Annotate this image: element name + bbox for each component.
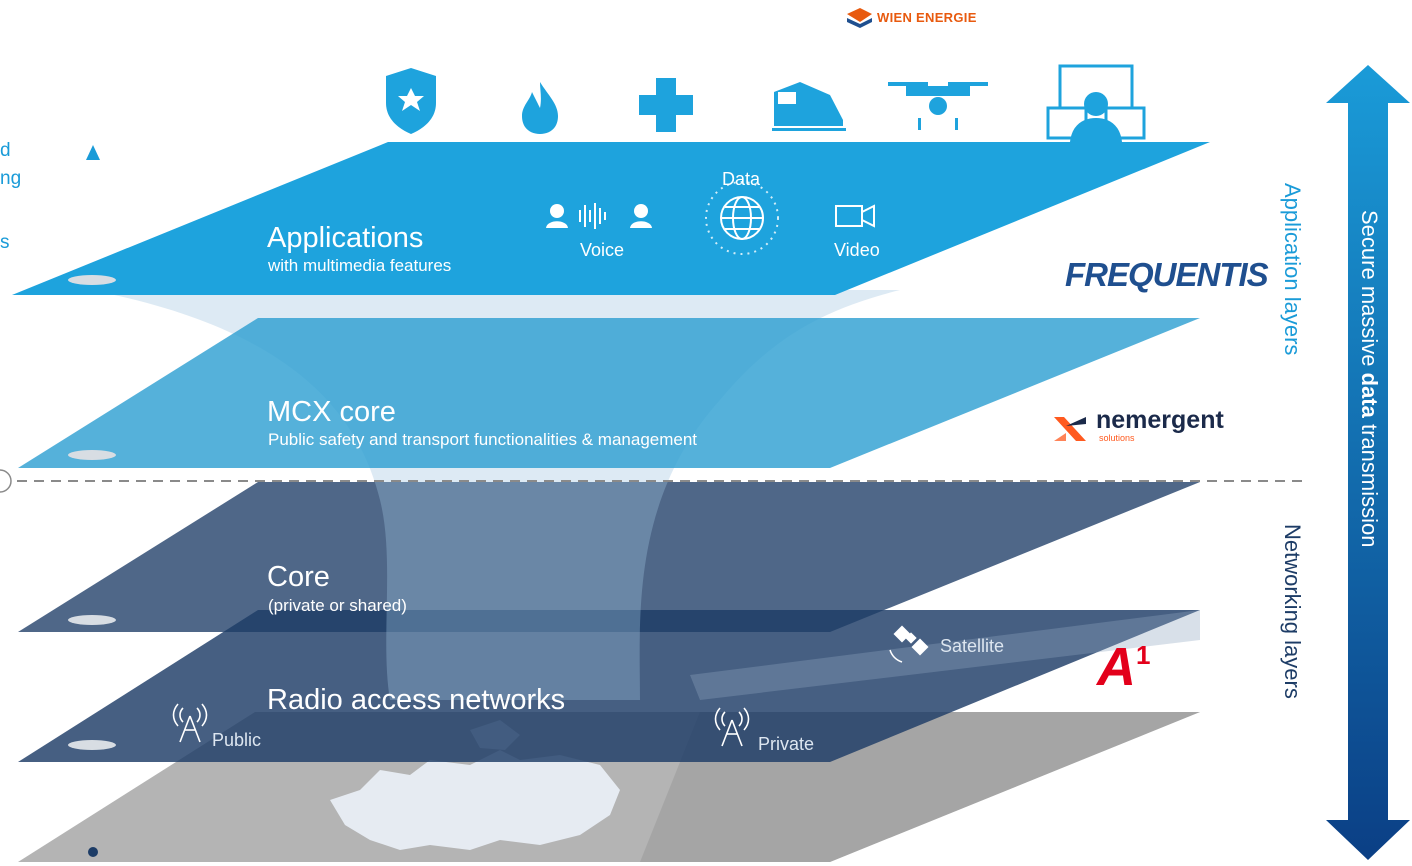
- private-antenna-icon: [714, 707, 750, 747]
- left-cut-text: ng: [0, 168, 22, 189]
- a1-logo-superscript: 1: [1136, 640, 1151, 670]
- nemergent-logo-mark: [1054, 417, 1086, 441]
- core-layer: [18, 482, 1200, 632]
- voice-icon: [546, 203, 652, 229]
- fire-icon: [522, 82, 558, 134]
- data-transmission-arrow: [1326, 65, 1410, 860]
- arrow-caption: Secure massive data transmission: [1356, 210, 1382, 547]
- core-title: Core: [267, 561, 330, 593]
- a1-logo-letter: A: [1097, 637, 1136, 697]
- data-globe-icon: [705, 181, 779, 255]
- axis-ring: [68, 275, 116, 285]
- ran-title: Radio access networks: [267, 684, 566, 716]
- arrow-caption-bold: data: [1357, 372, 1382, 418]
- satellite-icon: [889, 625, 929, 663]
- mcx-layer: [18, 318, 1200, 468]
- mcx-title: MCX core: [267, 396, 396, 428]
- data-label: Data: [722, 169, 761, 189]
- applications-title: Applications: [267, 222, 424, 254]
- voice-label: Voice: [580, 240, 625, 260]
- mcx-subtitle: Public safety and transport functionalit…: [268, 430, 698, 449]
- medical-cross-icon: [639, 78, 693, 132]
- core-subtitle: (private or shared): [268, 596, 407, 615]
- application-layers-label: Application layers: [1280, 183, 1305, 356]
- public-label: Public: [212, 730, 262, 750]
- train-icon: [772, 82, 846, 131]
- public-antenna-icon: [172, 703, 208, 743]
- police-shield-icon: [386, 68, 436, 134]
- ran-layer: [18, 610, 1200, 762]
- private-label: Private: [758, 734, 815, 754]
- left-cut-text: d: [0, 140, 11, 161]
- frequentis-logo: FREQUENTIS: [1065, 256, 1269, 293]
- axis-ring: [68, 740, 116, 750]
- separator-end-circle: [0, 469, 12, 493]
- applications-layer: [12, 142, 1210, 295]
- operator-workstation-icon: [1046, 64, 1146, 142]
- satellite-plane: [690, 610, 1200, 700]
- axis-ring: [68, 450, 116, 460]
- networking-layers-label: Networking layers: [1280, 524, 1305, 699]
- video-camera-icon: [835, 204, 875, 228]
- arrow-caption-pre: Secure massive: [1357, 210, 1382, 373]
- a1-logo: A1: [1097, 640, 1150, 694]
- nemergent-logo-text: nemergent: [1096, 406, 1224, 434]
- satellite-label: Satellite: [940, 636, 1005, 656]
- left-cut-text: s: [0, 232, 10, 253]
- video-label: Video: [834, 240, 880, 260]
- drone-icon: [888, 82, 988, 130]
- axis-end-dot: [88, 847, 98, 857]
- nemergent-logo-subtext: solutions: [1099, 433, 1135, 443]
- applications-subtitle: with multimedia features: [268, 256, 452, 275]
- wien-energie-logo: [847, 8, 872, 28]
- axis-arrow-head: [86, 145, 100, 160]
- wien-energie-text: WIEN ENERGIE: [877, 10, 977, 25]
- arrow-caption-post: transmission: [1357, 417, 1382, 548]
- axis-ring: [68, 615, 116, 625]
